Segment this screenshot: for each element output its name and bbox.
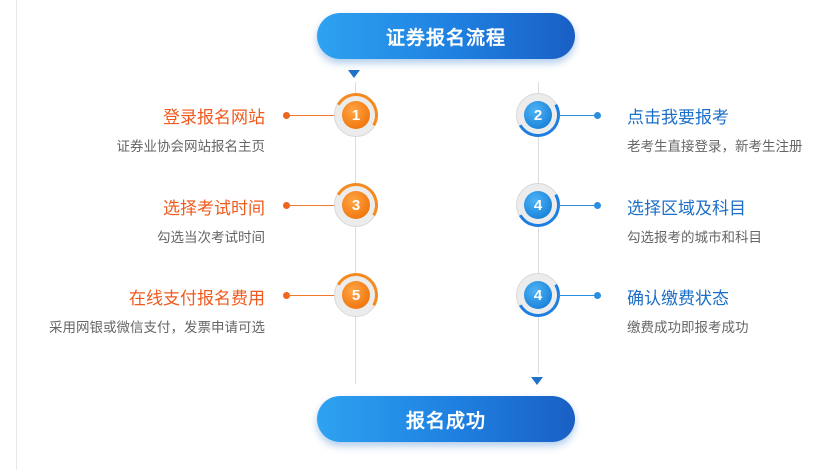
step-4-connector — [558, 205, 596, 206]
step-1-desc: 证券业协会网站报名主页 — [116, 139, 266, 155]
step-4-badge: 4 — [511, 178, 565, 232]
step-2-title: 点击我要报考 — [627, 108, 729, 128]
step-3-badge: 3 — [329, 178, 383, 232]
step-4-title: 选择区域及科目 — [627, 199, 746, 219]
step-1-connector — [287, 115, 334, 116]
step-6-connector — [558, 295, 596, 296]
step-1-title: 登录报名网站 — [163, 108, 265, 128]
footer-pill: 报名成功 — [317, 396, 575, 442]
step-1-badge: 1 — [329, 88, 383, 142]
step-6-badge: 4 — [511, 268, 565, 322]
step-3-connector — [287, 205, 334, 206]
step-5-badge: 5 — [329, 268, 383, 322]
footer-title: 报名成功 — [405, 409, 486, 432]
step-3-dot — [283, 202, 290, 209]
header-arrow-icon — [348, 70, 360, 78]
header-title: 证券报名流程 — [385, 26, 506, 49]
step-3-desc: 勾选当次考试时间 — [157, 230, 265, 246]
step-6-number: 4 — [524, 281, 552, 309]
step-2-dot — [594, 112, 601, 119]
step-2-badge: 2 — [511, 88, 565, 142]
step-5-title: 在线支付报名费用 — [129, 289, 265, 309]
page-left-border — [16, 0, 17, 470]
step-3-title: 选择考试时间 — [163, 199, 265, 219]
footer-arrow-icon — [531, 377, 543, 385]
step-1-dot — [283, 112, 290, 119]
step-5-connector — [287, 295, 334, 296]
step-6-dot — [594, 292, 601, 299]
right-timeline-line — [538, 82, 539, 374]
left-timeline-line — [355, 82, 356, 384]
step-5-desc: 采用网银或微信支付，发票申请可选 — [49, 320, 265, 336]
step-5-dot — [283, 292, 290, 299]
step-2-number: 2 — [524, 101, 552, 129]
step-2-connector — [558, 115, 596, 116]
step-2-desc: 老考生直接登录，新考生注册 — [627, 139, 803, 155]
step-1-number: 1 — [342, 101, 370, 129]
step-4-number: 4 — [524, 191, 552, 219]
step-5-number: 5 — [342, 281, 370, 309]
header-pill: 证券报名流程 — [317, 13, 575, 59]
step-6-desc: 缴费成功即报考成功 — [627, 320, 749, 336]
step-3-number: 3 — [342, 191, 370, 219]
step-6-title: 确认缴费状态 — [627, 289, 729, 309]
step-4-dot — [594, 202, 601, 209]
step-4-desc: 勾选报考的城市和科目 — [627, 230, 762, 246]
